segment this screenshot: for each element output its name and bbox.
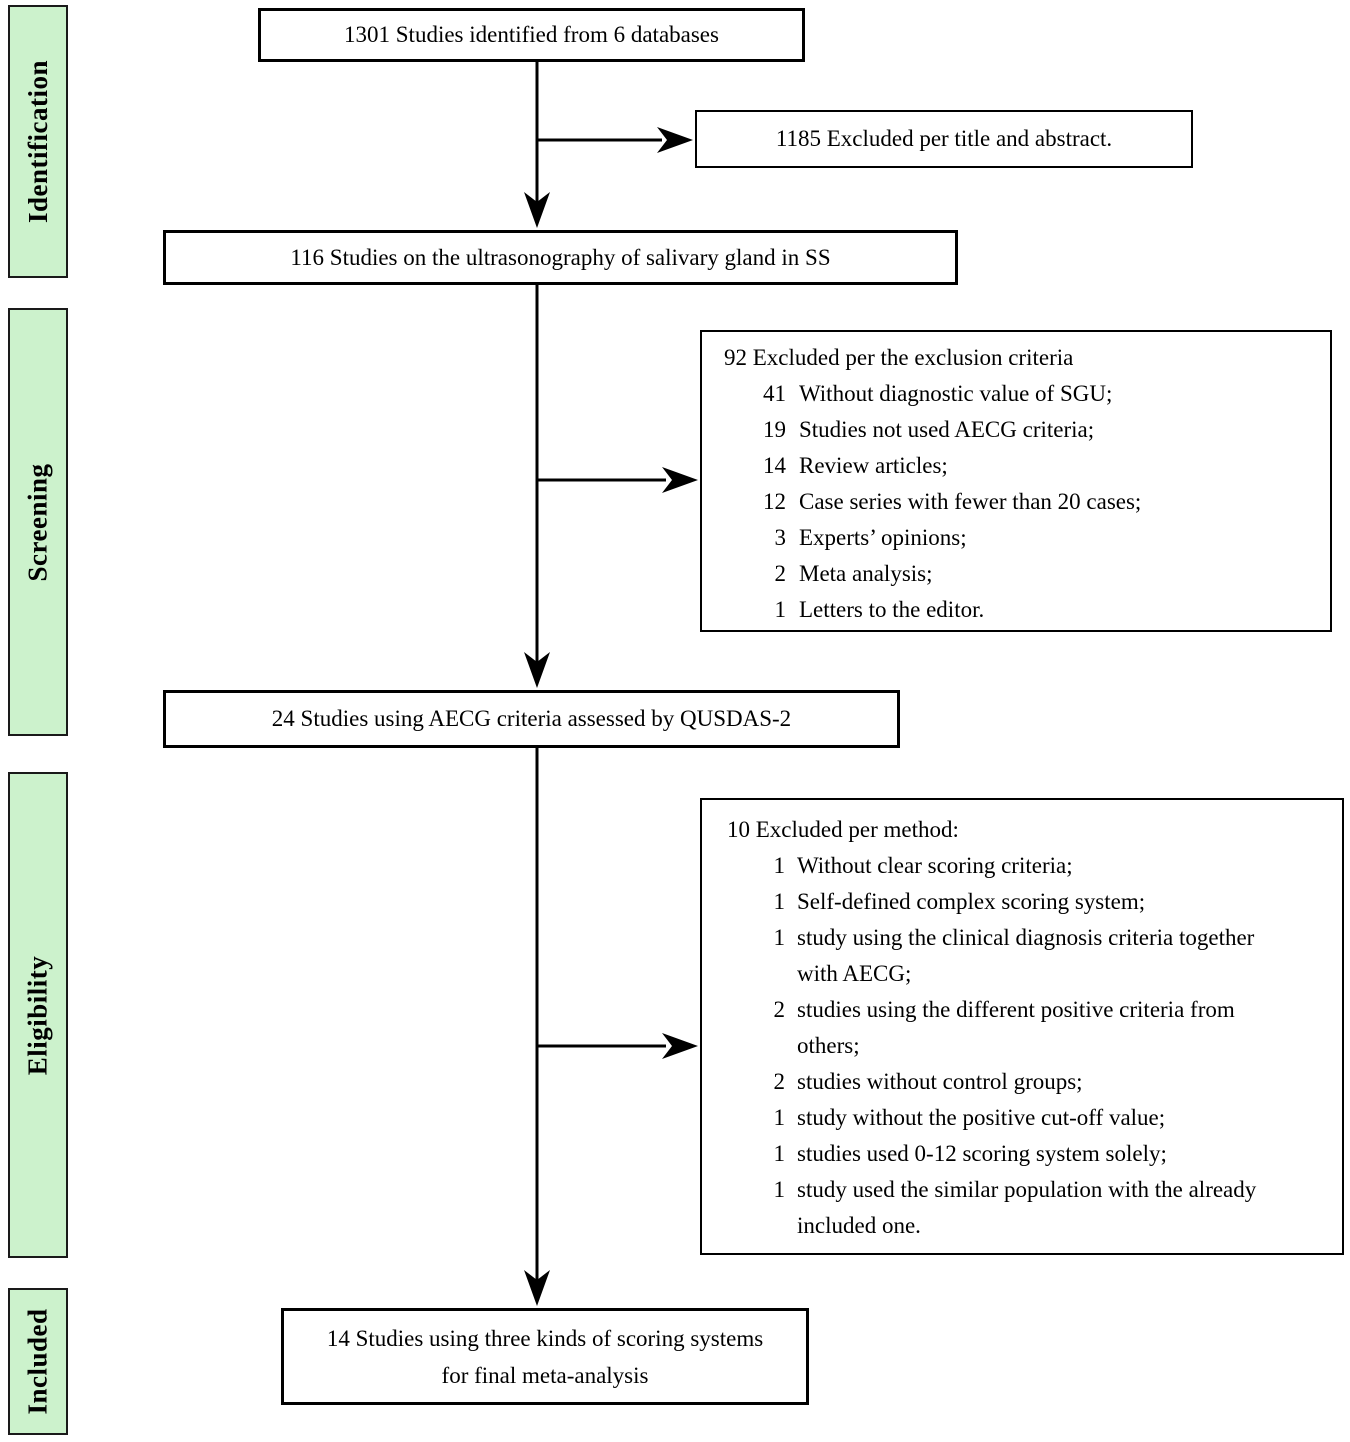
box-excluded-method: 10 Excluded per method: 1 Without clear … xyxy=(700,798,1344,1255)
excluded-criteria-item: 2 Meta analysis; xyxy=(724,556,1316,592)
item-count: 14 xyxy=(763,453,786,478)
item-text: studies using the different positive cri… xyxy=(797,997,1235,1058)
arrowhead-into-excluded-criteria xyxy=(662,467,698,493)
stage-identification: Identification xyxy=(8,5,68,278)
excluded-method-item: 1 studies used 0-12 scoring system solel… xyxy=(727,1136,1328,1172)
item-text: studies without control groups; xyxy=(797,1069,1083,1094)
item-text: studies used 0-12 scoring system solely; xyxy=(797,1141,1167,1166)
excluded-method-item: 1 study using the clinical diagnosis cri… xyxy=(727,920,1328,992)
excluded-criteria-item: 19 Studies not used AECG criteria; xyxy=(724,412,1316,448)
stage-eligibility-label: Eligibility xyxy=(22,955,53,1075)
excluded-criteria-item: 3 Experts’ opinions; xyxy=(724,520,1316,556)
arrowhead-into-included-final xyxy=(524,1270,550,1306)
item-count: 1 xyxy=(773,925,786,950)
stage-screening-label: Screening xyxy=(22,463,53,581)
item-count: 1 xyxy=(773,1105,786,1130)
item-text: Without clear scoring criteria; xyxy=(797,853,1073,878)
excluded-criteria-title: 92 Excluded per the exclusion criteria xyxy=(724,345,1074,370)
excluded-method-item: 2 studies without control groups; xyxy=(727,1064,1328,1100)
box-excluded-title-abstract: 1185 Excluded per title and abstract. xyxy=(695,110,1193,168)
excluded-method-item: 2 studies using the different positive c… xyxy=(727,992,1328,1064)
box-studies-identified-text: 1301 Studies identified from 6 databases xyxy=(344,22,719,47)
item-text: Case series with fewer than 20 cases; xyxy=(799,489,1142,514)
item-count: 1 xyxy=(774,597,787,622)
box-ultrasonography-studies: 116 Studies on the ultrasonography of sa… xyxy=(163,230,958,285)
box-excluded-title-abstract-text: 1185 Excluded per title and abstract. xyxy=(775,126,1113,151)
item-count: 12 xyxy=(763,489,786,514)
item-text: Meta analysis; xyxy=(799,561,933,586)
item-text: study used the similar population with t… xyxy=(797,1177,1257,1238)
excluded-method-item: 1 Without clear scoring criteria; xyxy=(727,848,1328,884)
item-text: Letters to the editor. xyxy=(799,597,985,622)
box-aecg-assessed: 24 Studies using AECG criteria assessed … xyxy=(163,690,900,748)
arrowhead-into-excluded-method xyxy=(662,1033,698,1059)
item-text: Review articles; xyxy=(799,453,948,478)
excluded-method-item: 1 study used the similar population with… xyxy=(727,1172,1328,1244)
item-count: 2 xyxy=(773,1069,786,1094)
item-count: 19 xyxy=(763,417,786,442)
item-count: 1 xyxy=(773,853,786,878)
box-included-final: 14 Studies using three kinds of scoring … xyxy=(281,1308,809,1405)
excluded-method-title: 10 Excluded per method: xyxy=(727,817,959,842)
excluded-criteria-item: 1 Letters to the editor. xyxy=(724,592,1316,628)
stage-identification-label: Identification xyxy=(22,59,53,224)
item-text: Without diagnostic value of SGU; xyxy=(799,381,1113,406)
excluded-criteria-item: 12 Case series with fewer than 20 cases; xyxy=(724,484,1316,520)
box-excluded-criteria: 92 Excluded per the exclusion criteria 4… xyxy=(700,330,1332,632)
item-text: study without the positive cut-off value… xyxy=(797,1105,1166,1130)
item-text: Experts’ opinions; xyxy=(799,525,967,550)
box-ultrasonography-studies-text: 116 Studies on the ultrasonography of sa… xyxy=(290,244,831,270)
stage-included-label: Included xyxy=(22,1308,53,1415)
item-count: 1 xyxy=(773,889,786,914)
item-count: 1 xyxy=(773,1141,786,1166)
stage-included: Included xyxy=(8,1288,68,1435)
item-count: 2 xyxy=(773,997,786,1022)
stage-screening: Screening xyxy=(8,308,68,736)
item-count: 1 xyxy=(773,1177,786,1202)
item-text: study using the clinical diagnosis crite… xyxy=(797,925,1255,986)
item-count: 3 xyxy=(774,525,787,550)
item-count: 2 xyxy=(774,561,787,586)
excluded-method-item: 1 study without the positive cut-off val… xyxy=(727,1100,1328,1136)
arrowhead-into-ultrasonography xyxy=(524,192,550,228)
box-studies-identified: 1301 Studies identified from 6 databases xyxy=(258,8,805,62)
excluded-criteria-item: 41 Without diagnostic value of SGU; xyxy=(724,376,1316,412)
arrowhead-into-aecg xyxy=(524,652,550,688)
item-text: Self-defined complex scoring system; xyxy=(797,889,1146,914)
stage-eligibility: Eligibility xyxy=(8,772,68,1258)
box-aecg-assessed-text: 24 Studies using AECG criteria assessed … xyxy=(271,706,792,731)
excluded-criteria-item: 14 Review articles; xyxy=(724,448,1316,484)
item-count: 41 xyxy=(763,381,786,406)
box-included-final-text: 14 Studies using three kinds of scoring … xyxy=(326,1325,764,1388)
excluded-method-item: 1 Self-defined complex scoring system; xyxy=(727,884,1328,920)
arrowhead-into-excluded-title-abstract xyxy=(657,127,693,153)
item-text: Studies not used AECG criteria; xyxy=(799,417,1095,442)
